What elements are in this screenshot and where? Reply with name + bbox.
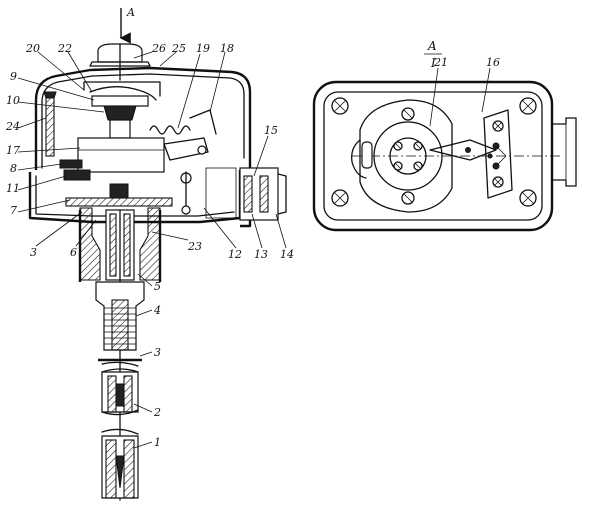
top-knob [89, 43, 151, 81]
stem [78, 207, 162, 501]
callout-16: 16 [486, 56, 500, 69]
leader-lines [17, 51, 287, 449]
arrow-a-label: A [126, 6, 135, 19]
labels: A A I 20 22 26 25 19 18 9 10 24 17 8 11 … [5, 6, 500, 449]
view-a-title-top: A [427, 39, 437, 53]
view-a-title-bottom: I [430, 56, 436, 70]
callout-5: 5 [154, 280, 161, 293]
callout-20: 20 [25, 42, 40, 55]
callout-13: 13 [254, 248, 268, 261]
callout-1: 1 [154, 436, 161, 449]
callout-18: 18 [220, 42, 234, 55]
callout-7: 7 [10, 204, 17, 217]
callout-2: 2 [153, 406, 161, 419]
callout-11: 11 [6, 182, 20, 195]
callout-6: 6 [70, 246, 77, 259]
callout-3-lower: 3 [154, 346, 161, 359]
callout-23: 23 [187, 240, 202, 253]
callout-4: 4 [153, 304, 161, 317]
callout-8: 8 [10, 162, 17, 175]
callout-22: 22 [57, 42, 72, 55]
callout-9: 9 [10, 70, 17, 83]
callout-12: 12 [228, 248, 242, 261]
corner-screws [331, 97, 537, 207]
contact-block [483, 109, 513, 199]
callout-14: 14 [280, 248, 294, 261]
mechanism [43, 81, 217, 215]
callout-17: 17 [6, 144, 20, 157]
callout-15: 15 [264, 124, 278, 137]
callout-26: 26 [151, 42, 166, 55]
callout-19: 19 [196, 42, 210, 55]
callout-3-upper: 3 [30, 246, 37, 259]
callout-25: 25 [171, 42, 186, 55]
callout-24: 24 [5, 120, 20, 133]
view-a [312, 67, 577, 232]
section-view [17, 8, 287, 501]
callout-21: 21 [433, 56, 448, 69]
callout-10: 10 [6, 94, 20, 107]
mounting-plate [359, 99, 453, 213]
